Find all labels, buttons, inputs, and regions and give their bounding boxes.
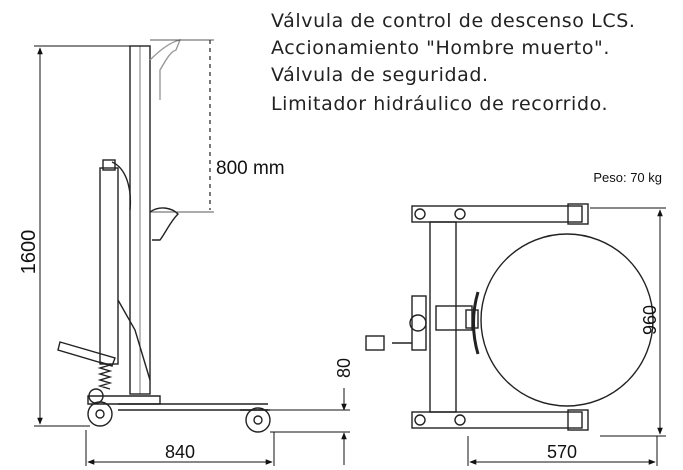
- drum: [480, 233, 654, 407]
- dim-side-length-label: 840: [165, 442, 195, 462]
- top-leg: [411, 205, 583, 223]
- hydraulic-cylinder: [99, 167, 119, 365]
- front-wheel: [245, 407, 271, 433]
- dim-top-width: [467, 436, 658, 466]
- feature-hydraulic-limiter: Limitador hidráulico de recorrido.: [271, 93, 609, 115]
- weight-label: Peso: 70 kg: [593, 170, 662, 185]
- dim-lift-stroke-label: 800 mm: [216, 158, 285, 179]
- dim-top-length-label: 960: [640, 305, 660, 335]
- dim-height-label: 1600: [18, 230, 40, 275]
- rear-wheel: [87, 401, 113, 427]
- top-hook-ghost: [149, 39, 182, 100]
- foot-pedal: [57, 341, 116, 367]
- dim-top-width-label: 570: [547, 442, 577, 462]
- dim-top-length: [590, 207, 666, 437]
- frame: [429, 221, 457, 413]
- side-view: [57, 39, 271, 433]
- feature-safety-valve: Válvula de seguridad.: [271, 64, 489, 86]
- pump-unit: [411, 295, 427, 351]
- spring: [97, 361, 113, 390]
- feature-lcs-valve: Válvula de control de descenso LCS.: [271, 10, 636, 32]
- dim-height: [34, 45, 130, 427]
- dim-side-length: [85, 430, 275, 466]
- dim-wheel-height: [270, 388, 350, 465]
- top-view: [365, 203, 654, 431]
- bottom-leg: [411, 411, 583, 429]
- dim-wheel-height-label: 80: [334, 358, 354, 378]
- drum-clamp: [149, 207, 179, 241]
- feature-dead-man-control: Accionamiento "Hombre muerto".: [271, 37, 611, 59]
